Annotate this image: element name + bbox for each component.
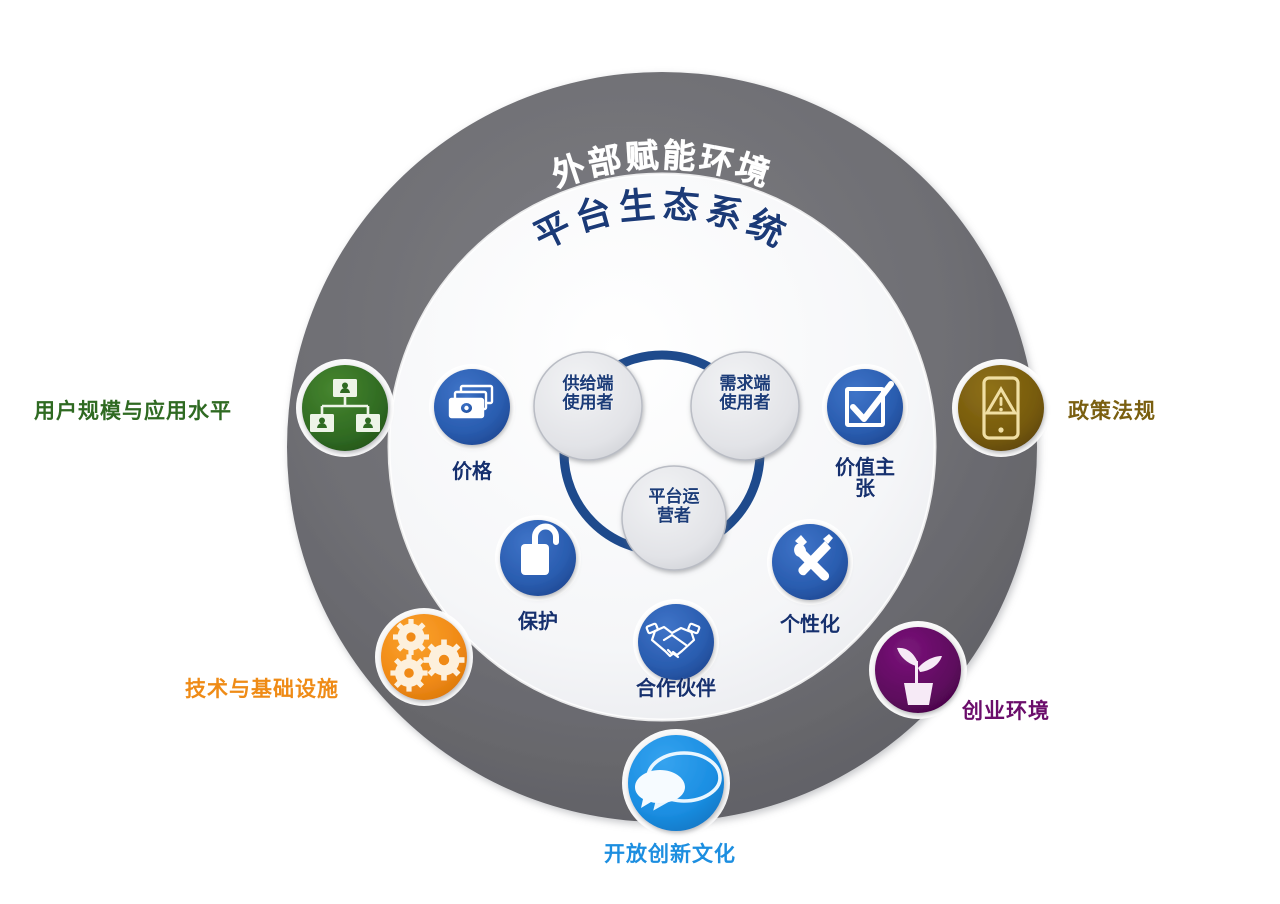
caption-value-proposition: 价值主张: [835, 457, 895, 500]
tools-icon: [794, 534, 833, 581]
org-chart-icon: [310, 379, 380, 432]
caption-personalization: 个性化: [780, 614, 840, 636]
open-padlock-icon: [521, 523, 559, 575]
checkbox-icon: [845, 381, 894, 427]
core-actor-supply[interactable]: [533, 351, 643, 461]
env-icon-entrepreneurship[interactable]: [869, 621, 967, 719]
platform-icon-price[interactable]: [429, 364, 515, 450]
gears-icon: [390, 619, 465, 692]
banknotes-icon: [448, 384, 494, 419]
caption-price: 价格: [452, 461, 492, 483]
platform-icon-partners[interactable]: [633, 599, 719, 685]
core-label-supply: 供给端使用者: [562, 374, 614, 413]
env-icon-user-scale[interactable]: [296, 359, 394, 457]
core-label-operator: 平台运营者: [648, 487, 700, 526]
env-icon-policy[interactable]: [952, 359, 1050, 457]
env-icon-culture[interactable]: [622, 729, 730, 837]
potted-plant-icon: [897, 647, 942, 705]
env-label-technology: 技术与基础设施: [185, 678, 339, 701]
env-label-policy: 政策法规: [1068, 400, 1156, 423]
core-label-demand: 需求端使用者: [719, 374, 771, 413]
core-actor-operator[interactable]: [621, 465, 727, 571]
caption-partners: 合作伙伴: [636, 678, 716, 700]
env-icon-technology[interactable]: [375, 608, 473, 706]
phone-warning-icon: [982, 376, 1020, 440]
env-label-culture: 开放创新文化: [604, 843, 736, 866]
platform-icon-protection[interactable]: [495, 515, 581, 601]
caption-protection: 保护: [518, 611, 558, 633]
chat-bubbles-icon: [635, 751, 722, 811]
handshake-icon: [645, 622, 701, 659]
platform-icon-value-proposition[interactable]: [822, 364, 908, 450]
env-label-entrepreneurship: 创业环境: [962, 700, 1050, 723]
core-actor-demand[interactable]: [690, 351, 800, 461]
env-label-user-scale: 用户规模与应用水平: [34, 400, 232, 423]
platform-icon-personalization[interactable]: [767, 519, 853, 605]
